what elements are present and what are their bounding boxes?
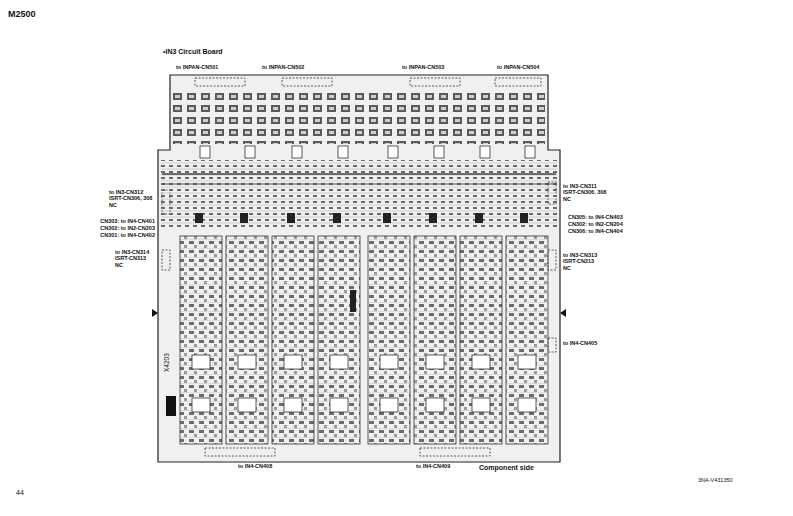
connector-label: to IN4-CN405 [563,340,597,346]
side-note: Component side [479,464,534,472]
model-name: M2500 [8,9,36,19]
connector-note: to IN3-CN314 ISRT-CN313 NC [115,249,155,268]
connector-note: to IN3-CN311 ISRT-CN306, 308 NC [563,183,611,202]
connector-label: CN302: to IN2-CN204 [568,221,623,227]
connector-label: CN306: to IN4-CN404 [568,228,623,234]
connector-label: to INPAN-CN503 [402,64,444,70]
document-code: 3NA-V431350 [698,477,733,483]
connector-note: to IN3-CN312 ISRT-CN306, 308 NC [109,189,155,208]
connector-label: to INPAN-CN504 [497,64,539,70]
connector-label: to IN4-CN409 [416,463,450,469]
connector-label: CN302: to IN2-CN203 [100,225,155,231]
connector-label: CN305: to IN4-CN403 [568,214,623,220]
part-label: X4203 [163,352,170,373]
board-title: •IN3 Circuit Board [163,48,223,56]
connector-label: to INPAN-CN501 [176,64,218,70]
connector-label: to INPAN-CN502 [262,64,304,70]
connector-label: CN301: to IN4-CN402 [100,232,155,238]
connector-label: to IN4-CN408 [238,463,272,469]
connector-note: to IN3-CN313 ISRT-CN213 NC [563,252,603,271]
connector-label: CN303: to IN4-CN401 [100,218,155,224]
page-number: 44 [16,489,24,497]
